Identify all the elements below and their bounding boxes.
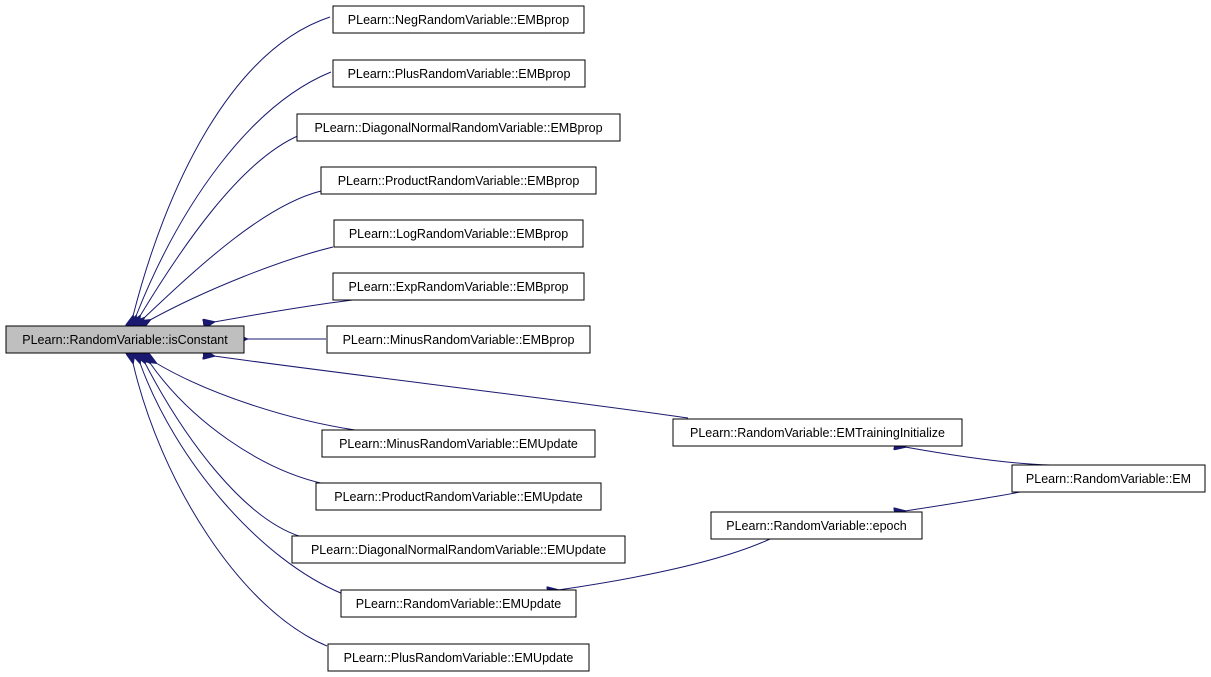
node-label: PLearn::ProductRandomVariable::EMUpdate [334,490,583,504]
edge-diag-emupdate [145,363,303,538]
node-root[interactable]: PLearn::RandomVariable::isConstant [5,325,245,354]
edge-neg-embprop [133,16,331,316]
node-label: PLearn::RandomVariable::isConstant [22,333,228,347]
edge-rv-emupdate [140,363,344,595]
edge-minus-emupdate [156,363,356,431]
node-label: PLearn::RandomVariable::EMUpdate [356,597,561,611]
node-label: PLearn::DiagonalNormalRandomVariable::EM… [314,121,602,135]
node-label: PLearn::RandomVariable::EM [1026,472,1191,486]
node-minus-emupdate[interactable]: PLearn::MinusRandomVariable::EMUpdate [321,429,596,458]
node-em-training-initialize[interactable]: PLearn::RandomVariable::EMTrainingInitia… [672,418,963,447]
edge-exp-embprop [214,297,372,322]
edge-em-to-epoch [905,491,1021,511]
edges [133,16,1051,647]
node-product-emupdate[interactable]: PLearn::ProductRandomVariable::EMUpdate [315,482,602,511]
edge-em-to-emtraininginit [905,447,1051,466]
node-label: PLearn::NegRandomVariable::EMBprop [348,13,569,27]
node-neg-embprop[interactable]: PLearn::NegRandomVariable::EMBprop [332,5,585,34]
node-epoch[interactable]: PLearn::RandomVariable::epoch [710,511,923,540]
node-em[interactable]: PLearn::RandomVariable::EM [1011,464,1206,493]
edge-plus-emupdate [133,363,328,647]
node-rv-emupdate[interactable]: PLearn::RandomVariable::EMUpdate [340,589,577,618]
node-exp-embprop[interactable]: PLearn::ExpRandomVariable::EMBprop [332,272,585,301]
node-label: PLearn::PlusRandomVariable::EMBprop [348,67,571,81]
edge-product-embprop [144,190,322,318]
node-plus-emupdate[interactable]: PLearn::PlusRandomVariable::EMUpdate [327,643,590,672]
node-diag-emupdate[interactable]: PLearn::DiagonalNormalRandomVariable::EM… [291,535,626,564]
edge-epoch-to-rv-emupdate [558,538,771,590]
node-label: PLearn::RandomVariable::epoch [726,519,906,533]
edge-plus-embprop [136,71,332,316]
node-product-embprop[interactable]: PLearn::ProductRandomVariable::EMBprop [320,166,597,195]
edge-product-emupdate [150,363,326,485]
node-log-embprop[interactable]: PLearn::LogRandomVariable::EMBprop [333,219,584,248]
node-label: PLearn::DiagonalNormalRandomVariable::EM… [311,543,606,557]
node-diag-embprop[interactable]: PLearn::DiagonalNormalRandomVariable::EM… [296,113,621,142]
edge-log-embprop [150,246,334,320]
node-minus-embprop[interactable]: PLearn::MinusRandomVariable::EMBprop [326,325,591,354]
node-label: PLearn::ProductRandomVariable::EMBprop [338,174,580,188]
node-plus-embprop[interactable]: PLearn::PlusRandomVariable::EMBprop [332,59,586,88]
node-label: PLearn::LogRandomVariable::EMBprop [349,227,568,241]
edge-diag-embprop [140,134,301,316]
node-label: PLearn::MinusRandomVariable::EMBprop [343,333,575,347]
edge-em-training-initialize [214,356,689,419]
node-label: PLearn::MinusRandomVariable::EMUpdate [339,437,578,451]
node-label: PLearn::PlusRandomVariable::EMUpdate [344,651,574,665]
node-label: PLearn::ExpRandomVariable::EMBprop [348,280,568,294]
node-label: PLearn::RandomVariable::EMTrainingInitia… [690,426,945,440]
